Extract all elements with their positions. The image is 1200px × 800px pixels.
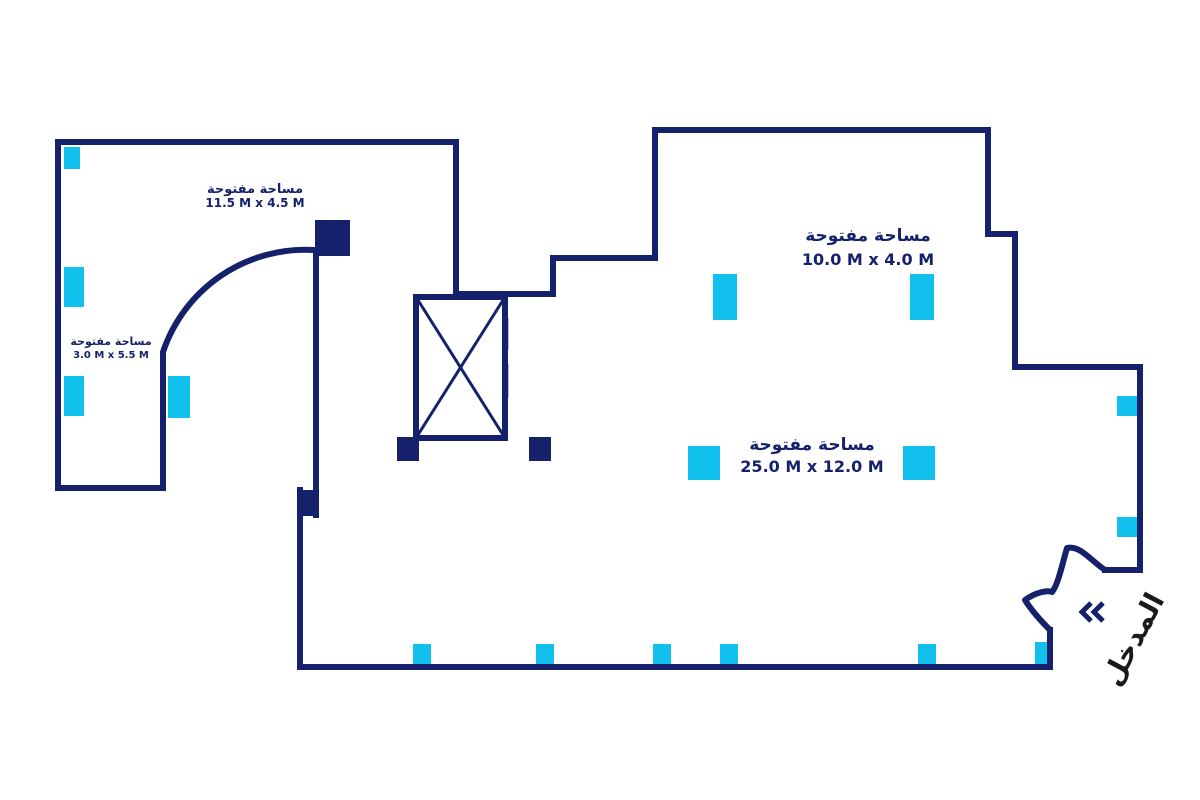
- room-labels: مساحة مفتوحة 11.5 M x 4.5 M مساحة مفتوحة…: [70, 182, 934, 476]
- pillar-square-icon: [300, 490, 318, 516]
- column: [653, 644, 671, 665]
- bottom-wall: [297, 487, 1053, 670]
- column: [918, 644, 936, 665]
- main-outer-wall: [453, 127, 1143, 573]
- column: [536, 644, 554, 665]
- pillar-square-icon: [315, 220, 350, 256]
- room-name: مساحة مفتوحة: [70, 335, 151, 348]
- pillar-square-icon: [529, 437, 551, 461]
- column: [64, 147, 80, 169]
- wall-columns: [64, 147, 1137, 665]
- room-name: مساحة مفتوحة: [749, 435, 875, 455]
- column: [713, 274, 737, 320]
- column: [413, 644, 431, 665]
- room-name: مساحة مفتوحة: [805, 226, 931, 246]
- column: [168, 376, 190, 418]
- column: [64, 267, 84, 307]
- windows: [94, 318, 1008, 670]
- room-size: 25.0 M x 12.0 M: [740, 457, 883, 476]
- room-size: 11.5 M x 4.5 M: [205, 196, 304, 210]
- column: [1035, 642, 1047, 664]
- left-wing-wall: [55, 139, 459, 491]
- column: [910, 274, 934, 320]
- column: [903, 446, 935, 480]
- double-chevron-left-icon: [1078, 601, 1105, 623]
- walls: [55, 127, 1143, 670]
- column: [720, 644, 738, 665]
- room-size: 10.0 M x 4.0 M: [802, 250, 934, 269]
- entrance-label: المدخل: [1095, 587, 1171, 691]
- curved-partition: [160, 246, 317, 491]
- entrance-door: [1022, 544, 1108, 633]
- column: [688, 446, 720, 480]
- room-size: 3.0 M x 5.5 M: [73, 350, 149, 361]
- elevator-shaft: [413, 294, 508, 441]
- column: [1117, 396, 1137, 416]
- door-leaf-lower: [1022, 588, 1055, 633]
- elevator-cross-icon: [414, 296, 507, 439]
- pillars: [300, 220, 551, 516]
- door-leaf-upper: [1049, 544, 1108, 595]
- column: [1117, 517, 1137, 537]
- room-name: مساحة مفتوحة: [207, 182, 303, 197]
- column: [64, 376, 84, 416]
- pillar-square-icon: [397, 437, 419, 461]
